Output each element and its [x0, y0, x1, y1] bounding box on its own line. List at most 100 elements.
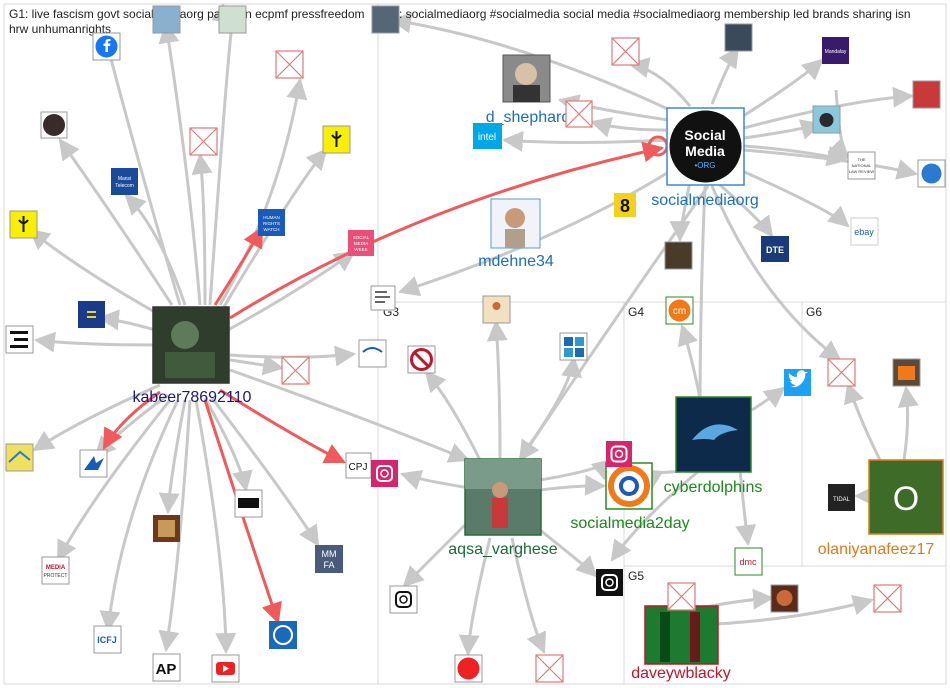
person-photo-icon — [664, 241, 693, 270]
node-twitter[interactable] — [784, 369, 811, 396]
node-missing-image[interactable] — [189, 127, 218, 156]
node-missing-image[interactable] — [565, 100, 593, 128]
node-bars[interactable] — [5, 325, 34, 354]
node-book[interactable] — [153, 515, 180, 542]
svg-text:WEEK: WEEK — [354, 247, 367, 252]
node-skydive[interactable] — [724, 23, 753, 52]
node-national-law-review[interactable]: THE NATIONAL LAW REVIEW — [847, 151, 876, 180]
node-top-photo-1[interactable] — [152, 5, 181, 34]
node-aqsa-varghese[interactable]: aqsa_varghese — [448, 458, 558, 558]
node-cyberdolphins[interactable]: cyberdolphins — [664, 396, 763, 496]
svg-text:DTE: DTE — [766, 245, 784, 255]
svg-text:FA: FA — [323, 560, 334, 570]
node-top-photo-2[interactable] — [218, 5, 247, 34]
node-instagram-2[interactable] — [606, 441, 632, 467]
node-portrait-2[interactable] — [812, 105, 841, 134]
node-ap[interactable]: AP — [152, 653, 181, 682]
node-d-shephard[interactable]: d_shephard — [486, 54, 571, 126]
node-facebook[interactable] — [92, 32, 121, 61]
node-daveywblacky[interactable]: daveywblacky — [631, 605, 731, 682]
group-g5-box — [623, 565, 947, 685]
edge — [99, 399, 180, 633]
node-socialmedia2day[interactable]: socialmedia2day — [570, 462, 690, 532]
node-missing-image[interactable] — [275, 50, 304, 79]
edge — [402, 518, 472, 588]
svg-text:THE: THE — [858, 157, 866, 162]
node-mmfa[interactable]: MM FA — [315, 545, 343, 573]
photo-icon — [724, 23, 753, 52]
node-cat[interactable] — [892, 358, 921, 387]
edge — [710, 185, 842, 362]
node-missing-image[interactable] — [281, 356, 310, 385]
node-document[interactable] — [370, 285, 396, 311]
edge — [739, 58, 824, 120]
node-instagram-4[interactable] — [596, 569, 623, 596]
edge — [458, 537, 492, 657]
node-media-protect[interactable]: MEDIA PROTECT — [41, 556, 70, 585]
edge — [689, 185, 711, 423]
instagram-logo-icon — [376, 465, 393, 482]
node-dark-logo[interactable] — [40, 111, 68, 139]
edge — [518, 355, 583, 459]
node-kabeer78692110[interactable]: kabeer78692110 — [133, 306, 252, 406]
node-equality[interactable]: = — [78, 301, 105, 328]
node-red-circle[interactable] — [454, 654, 483, 683]
node-amnesty-1[interactable] — [9, 210, 38, 239]
node-mansi-telecom[interactable]: Mansi Telecom — [111, 168, 138, 195]
node-dmc[interactable]: dmc — [734, 547, 763, 576]
node-amnesty-2[interactable] — [322, 125, 351, 154]
node-mandalay[interactable]: Mandalay — [822, 37, 849, 64]
node-un[interactable] — [269, 621, 297, 649]
edge — [424, 370, 482, 461]
node-missing-image[interactable] — [827, 358, 856, 387]
node-youtube[interactable] — [211, 654, 240, 683]
node-map[interactable] — [5, 443, 34, 472]
node-dialogue[interactable] — [358, 339, 387, 368]
node-ebay[interactable]: ebay — [850, 217, 879, 246]
node-top-photo-3[interactable] — [371, 5, 400, 34]
node-olaniyanafeez17[interactable]: O olaniyanafeez17 — [818, 459, 944, 558]
node-icfj[interactable]: ICFJ — [93, 625, 122, 654]
node-social-media-week[interactable]: SOCIAL MEDIA WEEK — [348, 230, 374, 256]
mansi-telecom-logo-icon — [111, 168, 138, 195]
svg-text:MEDIA: MEDIA — [354, 241, 368, 246]
equality-logo-icon — [78, 301, 105, 328]
node-missing-image[interactable] — [667, 582, 696, 611]
node-instagram-1[interactable] — [371, 460, 398, 487]
node-socialmediaorg[interactable]: Social Media •ORG socialmediaorg — [651, 107, 759, 209]
node-missing-image[interactable] — [611, 37, 640, 66]
edge — [844, 382, 882, 461]
node-hrw[interactable]: HUMAN RIGHTS WATCH — [258, 209, 285, 236]
node-dots[interactable] — [917, 159, 946, 188]
node-bird[interactable] — [79, 449, 108, 478]
node-tidal[interactable]: TIDAL — [828, 484, 855, 511]
social-media-week-logo-icon — [348, 230, 374, 256]
node-intel[interactable]: intel — [473, 123, 502, 149]
person-photo-icon — [912, 80, 941, 109]
edge — [158, 399, 192, 653]
media-protect-logo-icon — [41, 556, 70, 585]
node-mdehne34[interactable]: mdehne34 — [478, 198, 554, 270]
node-number-eight[interactable]: 8 — [614, 193, 636, 217]
node-label: d_shephard — [486, 109, 571, 126]
node-portrait-4[interactable] — [770, 584, 799, 613]
node-cpj[interactable]: CPJ — [345, 452, 372, 479]
node-missing-image[interactable] — [873, 584, 902, 613]
node-cm[interactable]: cm — [665, 296, 694, 325]
photo-icon — [218, 5, 247, 34]
node-label: kabeer78692110 — [133, 389, 252, 406]
node-instagram-3[interactable] — [389, 585, 418, 614]
node-radio[interactable] — [234, 489, 263, 518]
edge — [33, 331, 156, 353]
node-portrait-3[interactable] — [664, 241, 693, 270]
node-no-sign[interactable] — [407, 345, 436, 374]
node-microsoft[interactable] — [559, 332, 588, 361]
node-portrait-1[interactable] — [912, 80, 941, 109]
node-dte[interactable]: DTE — [761, 236, 789, 262]
svg-text:HUMAN: HUMAN — [263, 215, 280, 220]
edge-highlight — [229, 141, 665, 320]
node-runner[interactable] — [482, 295, 511, 324]
node-missing-image[interactable] — [535, 654, 564, 683]
edge — [97, 309, 156, 332]
letter-avatar-icon — [868, 459, 944, 535]
